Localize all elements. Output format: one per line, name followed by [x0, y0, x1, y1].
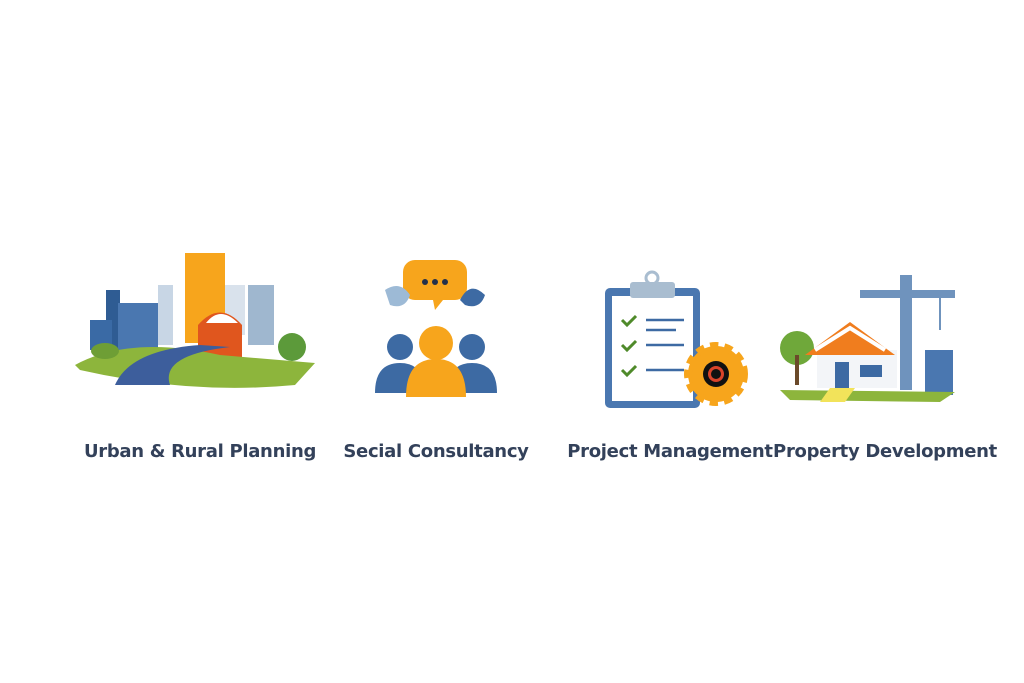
service-label: Property Development: [773, 441, 997, 462]
people-chat-icon: [375, 260, 497, 397]
service-label: Secial Consultancy: [343, 441, 529, 462]
city-farm-icon: [75, 253, 315, 388]
house-crane-icon: [780, 275, 955, 402]
service-label: Project Management: [567, 441, 773, 462]
service-label: Urban & Rural Planning: [83, 441, 317, 462]
clipboard-gear-icon: [605, 270, 748, 408]
